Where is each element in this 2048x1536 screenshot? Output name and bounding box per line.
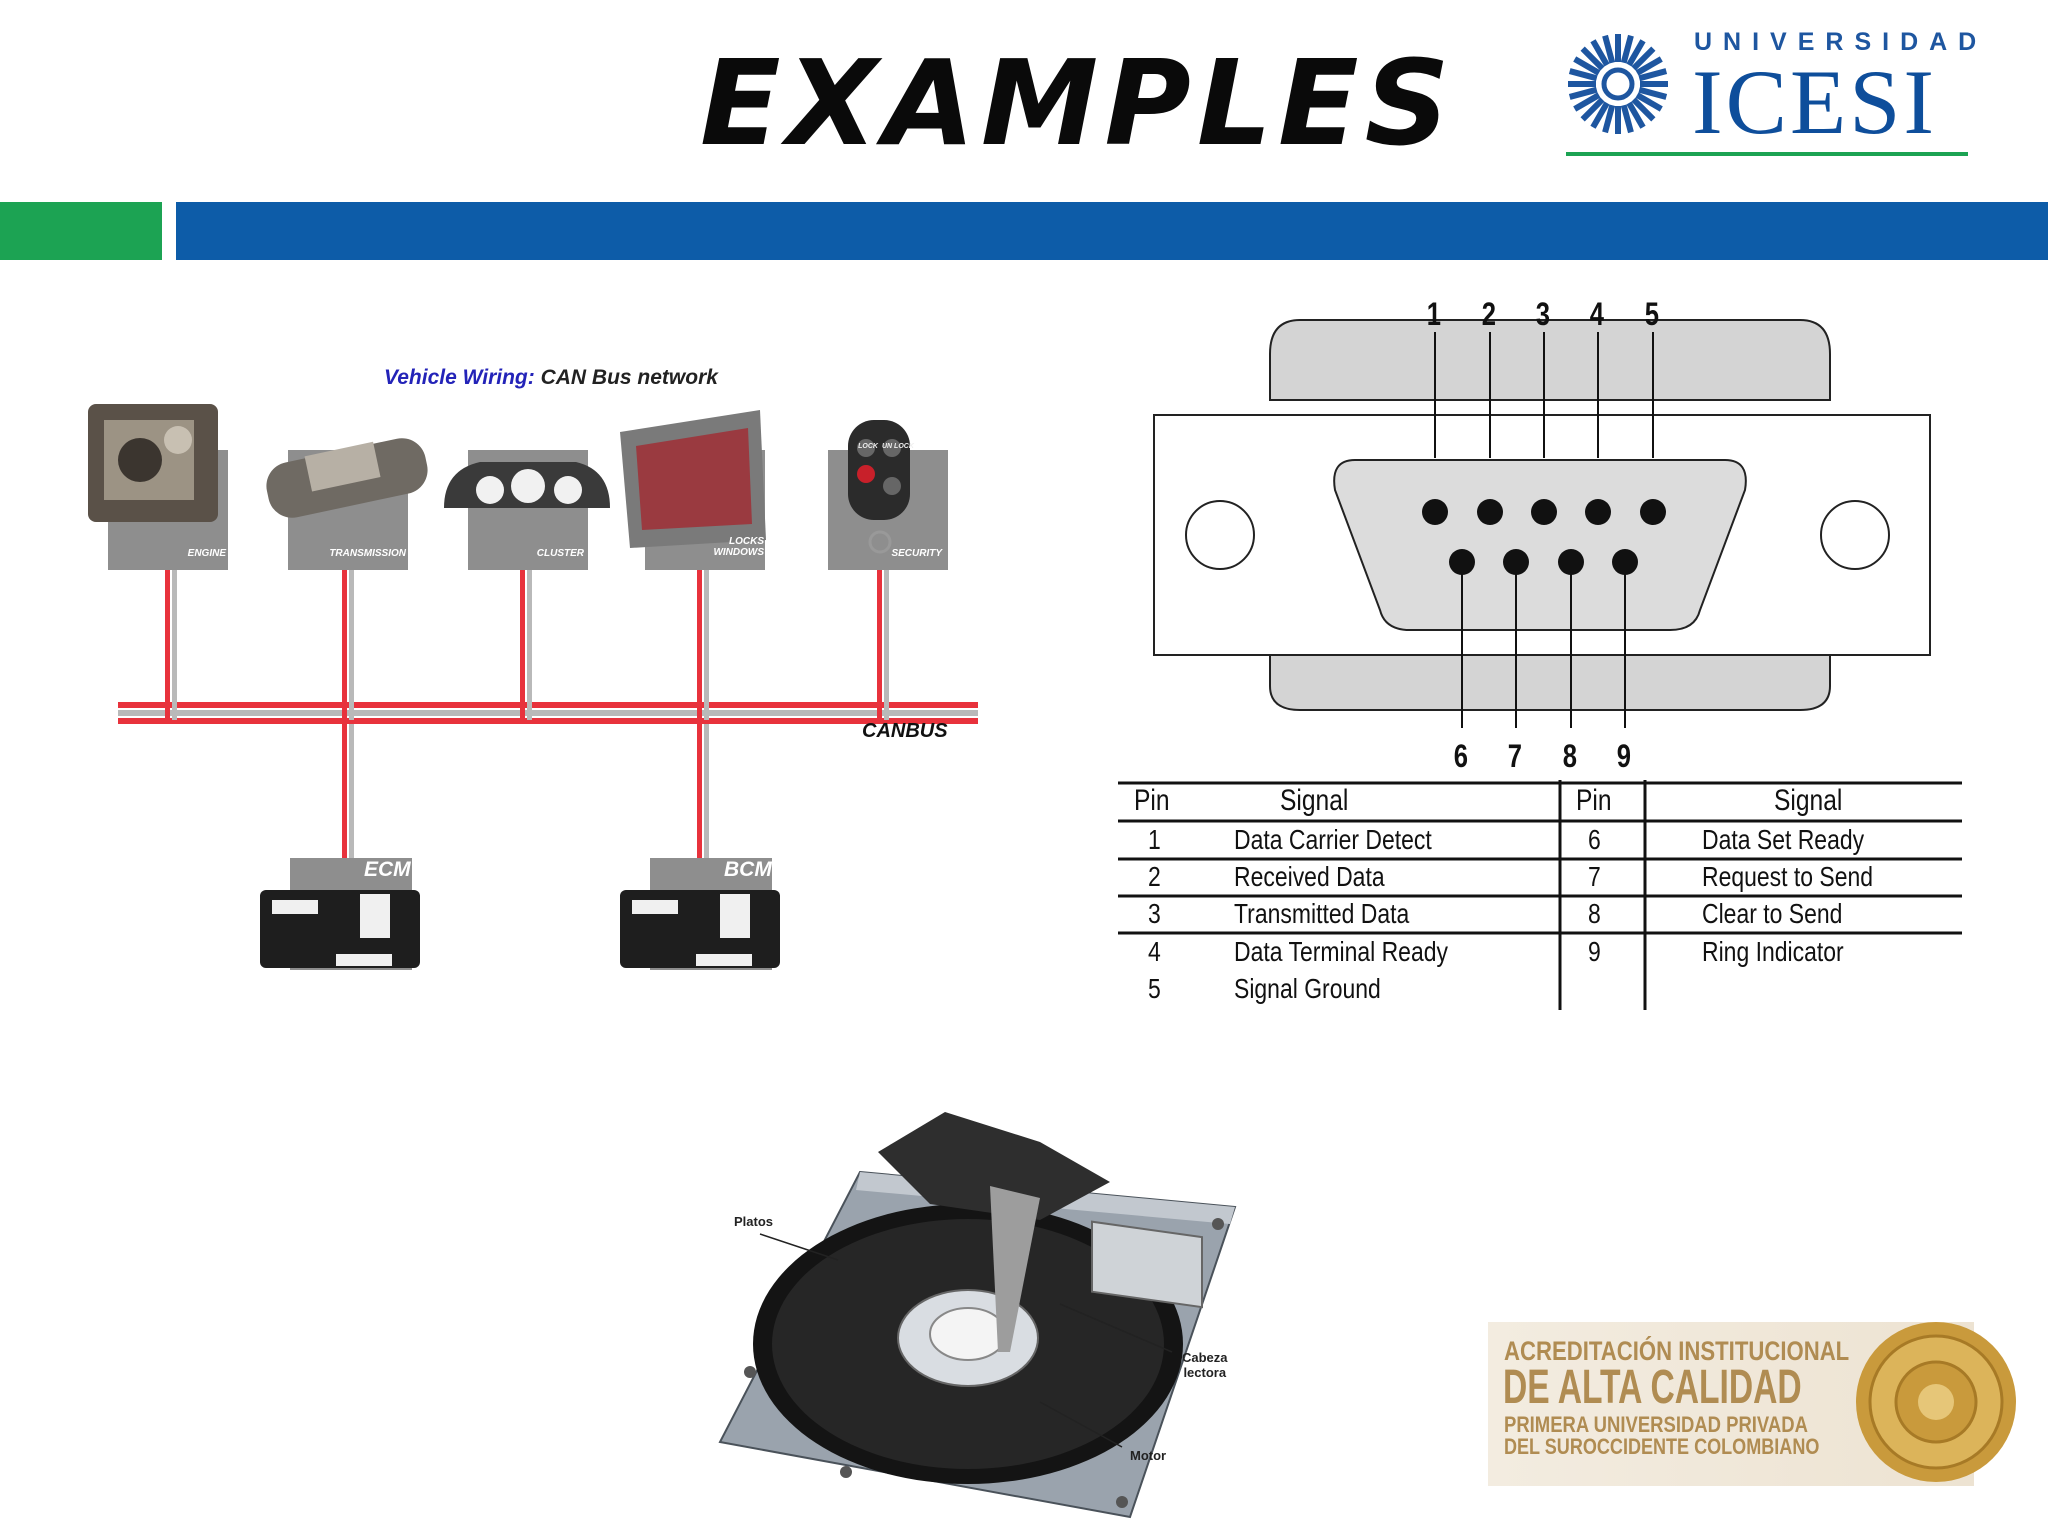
can-title-accent: Vehicle Wiring: (384, 366, 535, 389)
table-row-pin: 1 (1148, 824, 1161, 855)
canbus-wire (118, 702, 978, 724)
table-row-pin: 7 (1588, 861, 1601, 892)
db9-pin-leads (1434, 332, 1654, 728)
db9-pin-number: 2 (1481, 296, 1497, 332)
table-row-signal: Signal Ground (1234, 973, 1381, 1004)
table-row-pin: 5 (1148, 973, 1161, 1004)
locks-windows-label: LOCKS WINDOWS (713, 536, 764, 558)
db9-pin-number: 6 (1453, 738, 1469, 774)
db9-pin-number: 3 (1535, 296, 1551, 332)
table-row-signal: Data Carrier Detect (1234, 824, 1432, 855)
can-title-rest: CAN Bus network (540, 366, 718, 389)
table-row-signal: Request to Send (1702, 861, 1874, 892)
db9-pin-number: 1 (1426, 296, 1442, 332)
db9-pin-number: 4 (1589, 296, 1605, 332)
db9-pin-number: 7 (1507, 738, 1523, 774)
icesi-emblem-icon (1568, 34, 1668, 134)
hard-disk-image (718, 1112, 1237, 1519)
transmission-label: TRANSMISSION (329, 548, 406, 559)
ecm-label: ECM (364, 858, 411, 881)
db9-pin-number: 8 (1562, 738, 1578, 774)
db9-pin-number: 9 (1616, 738, 1632, 774)
module-drop-wires (165, 570, 889, 858)
accreditation-seal-icon (1856, 1322, 2016, 1482)
bcm-label: BCM (724, 858, 772, 881)
security-label: SECURITY (891, 548, 942, 559)
accreditation-line-2: DE ALTA CALIDAD (1503, 1361, 1802, 1414)
cluster-module (444, 450, 610, 570)
table-row-pin: 4 (1148, 936, 1161, 967)
engine-module (88, 404, 228, 570)
ecm-module (260, 858, 420, 970)
hdd-motor-label: Motor (1130, 1448, 1167, 1463)
table-header-pin: Pin (1134, 784, 1170, 817)
bcm-module (620, 858, 780, 970)
transmission-module (266, 438, 428, 570)
can-diagram-title: Vehicle Wiring: CAN Bus network (384, 366, 718, 390)
accreditation-line-3: PRIMERA UNIVERSIDAD PRIVADA (1504, 1412, 1808, 1437)
hdd-platos-label: Platos (734, 1214, 774, 1229)
can-bus-diagram (88, 404, 978, 970)
keyfob-unlock-label: UN LOCK (882, 443, 914, 450)
table-row-pin: 6 (1588, 824, 1601, 855)
table-row-signal: Transmitted Data (1234, 898, 1410, 929)
table-row-pin: 8 (1588, 898, 1601, 929)
hdd-cabeza-label: Cabeza lectora (1182, 1350, 1228, 1380)
canbus-label: CANBUS (862, 720, 948, 742)
db9-connector-diagram (1153, 319, 1931, 728)
security-module (828, 420, 948, 570)
table-row-pin: 9 (1588, 936, 1601, 967)
engine-label: ENGINE (187, 548, 226, 559)
cluster-label: CLUSTER (536, 548, 584, 559)
header-bar-green (0, 202, 162, 260)
table-row-signal: Data Set Ready (1702, 824, 1865, 855)
accreditation-line-1: ACREDITACIÓN INSTITUCIONAL (1504, 1336, 1850, 1366)
table-row-signal: Clear to Send (1702, 898, 1843, 929)
logo-icesi-text: ICESI (1692, 51, 1937, 153)
keyfob-lock-label: LOCK (858, 443, 878, 450)
table-header-signal: Signal (1280, 784, 1349, 817)
table-header-signal: Signal (1774, 784, 1843, 817)
db9-pin-number: 5 (1644, 296, 1660, 332)
db9-pins (1422, 499, 1666, 575)
logo-universidad-text: UNIVERSIDAD (1694, 28, 1988, 56)
page-title: EXAMPLES (700, 34, 1456, 172)
table-row-signal: Ring Indicator (1702, 936, 1844, 967)
logo-underline (1566, 152, 1968, 156)
accreditation-line-4: DEL SUROCCIDENTE COLOMBIANO (1504, 1434, 1820, 1459)
table-header-pin: Pin (1576, 784, 1612, 817)
table-row-pin: 3 (1148, 898, 1161, 929)
door-module (620, 410, 766, 570)
table-row-signal: Received Data (1234, 861, 1385, 892)
table-row-signal: Data Terminal Ready (1234, 936, 1448, 967)
pin-table-lines (1118, 780, 1962, 1010)
header-bar-blue (176, 202, 2048, 260)
table-row-pin: 2 (1148, 861, 1161, 892)
